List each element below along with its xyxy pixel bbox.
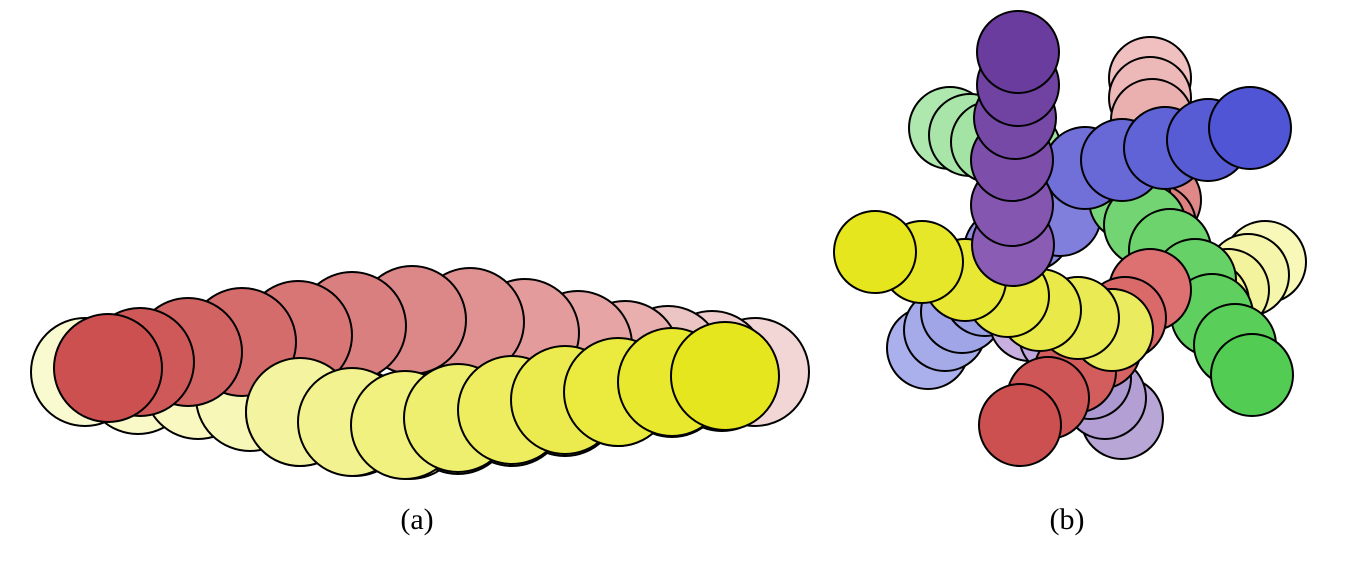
sphere-yellow [670, 321, 780, 431]
sphere-red-b [978, 383, 1062, 467]
sphere-red [53, 313, 163, 423]
caption-a: (a) [400, 503, 434, 536]
sphere-purple [976, 10, 1060, 94]
panel-a-spheres [30, 265, 810, 480]
caption-b: (b) [1049, 503, 1085, 536]
panel-b-spheres [833, 10, 1307, 467]
sphere-yellow-b [833, 210, 917, 294]
sphere-green [1210, 333, 1294, 417]
sphere-blue-b [1208, 86, 1292, 170]
